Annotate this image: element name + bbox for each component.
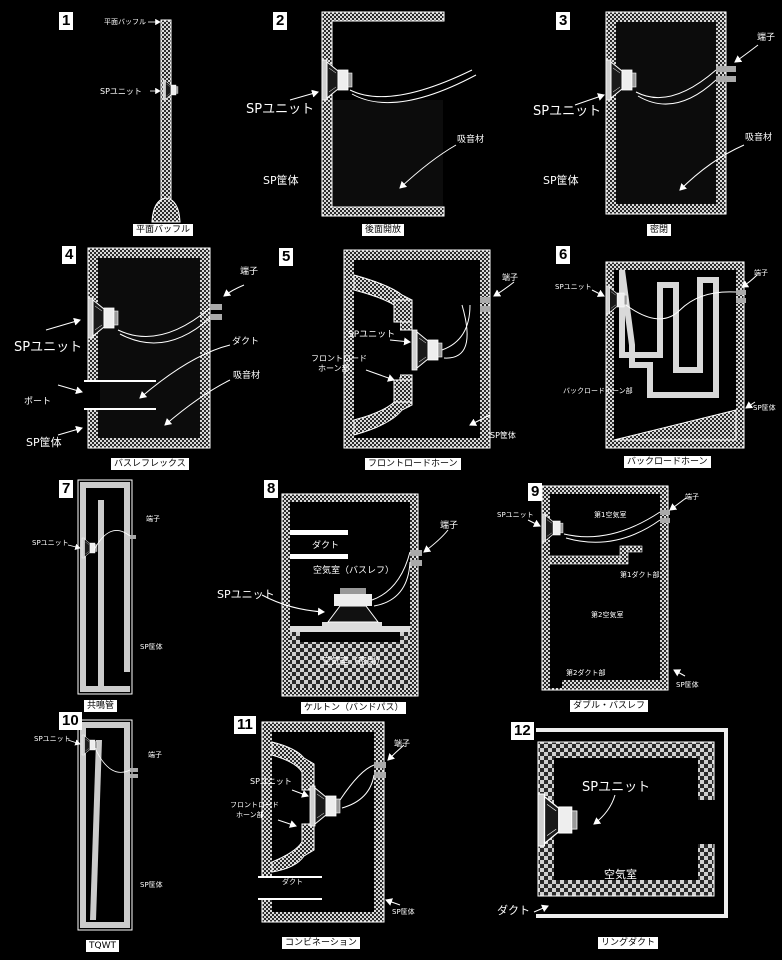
panel-3-absorber-label: 吸音材 [745,133,773,143]
panel-12-drawing [533,728,728,918]
panel-2-sp-unit-label: SPユニット [246,102,315,117]
panel-3-drawing [574,11,759,215]
panel-4-number: 4 [62,246,77,264]
panel-1-baffle-label: 平面バッフル [104,18,146,26]
panel-10-drawing [67,719,138,931]
panel-11-terminal-label: 端子 [394,739,410,748]
panel-2-cabinet-label: SP筐体 [263,174,299,187]
panel-6-caption: バックロードホーン [624,456,711,468]
panel-7-sp-unit-label: SPユニット [32,539,69,547]
panel-3-terminal-label: 端子 [757,33,776,43]
panel-1-sp-unit-label: SPユニット [100,87,142,96]
panel-7-caption: 共鳴管 [84,700,118,712]
panel-1-number: 1 [59,12,74,30]
panel-12-caption: リングダクト [598,937,659,949]
panel-11-number: 11 [234,716,256,734]
panel-12-sp-unit-label: SPユニット [582,780,651,795]
panel-11-horn-label-1: フロントロード [230,801,279,809]
panel-7-terminal-label: 端子 [146,515,160,523]
panel-8-terminal-label: 端子 [440,521,459,531]
panel-5-drawing [343,249,515,449]
panel-7-number: 7 [59,480,74,498]
panel-9-terminal-label: 端子 [685,493,699,501]
panel-9-number: 9 [528,483,543,501]
panel-4-cabinet-label: SP筐体 [26,436,62,449]
panel-4-port-label: ポート [24,397,52,407]
panel-8-chamber2-label: 空気室（密閉） [322,657,386,667]
panel-4-terminal-label: 端子 [240,267,259,277]
panel-11-cabinet-label: SP筐体 [392,908,415,916]
panel-4-drawing [45,247,245,449]
panel-11-horn-label-2: ホーン部 [236,811,264,819]
panel-10-cabinet-label: SP筐体 [140,881,163,889]
panel-10-number: 10 [59,712,82,730]
panel-5-number: 5 [279,248,294,266]
panel-7-cabinet-label: SP筐体 [140,643,163,651]
panel-9-drawing [527,485,687,691]
bandpass-speaker [322,588,382,628]
panel-4-absorber-label: 吸音材 [233,371,261,381]
panel-5-sp-unit-label: SPユニット [348,330,396,340]
panel-2-drawing [289,11,477,217]
panel-4-sp-unit-label: SPユニット [14,340,83,355]
panel-8-chamber1-label: 空気室（バスレフ） [313,566,395,576]
panel-8-drawing [261,493,449,697]
panel-2-number: 2 [273,12,288,30]
panel-4-caption: バスレフレックス [111,458,189,470]
panel-3-caption: 密閉 [647,224,672,236]
panel-3-cabinet-label: SP筐体 [543,174,579,187]
panel-8-number: 8 [264,480,279,498]
panel-9-duct2-label: 第2ダクト部 [566,669,606,677]
panel-1-drawing [148,18,181,223]
panel-10-terminal-label: 端子 [148,751,162,759]
panel-6-number: 6 [556,246,571,264]
panel-11-sp-unit-label: SPユニット [250,777,292,786]
panel-10-sp-unit-label: SPユニット [34,735,71,743]
panel-12-duct-label: ダクト [497,904,530,917]
panel-6-horn-label: バックロードホーン部 [563,387,633,395]
panel-7-drawing [67,479,136,695]
panel-8-duct-label: ダクト [312,541,340,551]
panel-3-sp-unit-label: SPユニット [533,104,602,119]
panel-6-drawing [591,261,758,449]
panel-11-drawing [258,721,405,923]
panel-9-sp-unit-label: SPユニット [497,511,534,519]
panel-6-cabinet-label: SP筐体 [753,404,776,412]
panel-5-caption: フロントロードホーン [365,458,461,470]
panel-5-cabinet-label: SP筐体 [490,431,516,440]
panel-10-caption: TQWT [86,940,119,952]
panel-9-chamber1-label: 第1空気室 [594,511,627,519]
panel-4-duct-label: ダクト [232,337,260,347]
panel-3-number: 3 [556,12,571,30]
panel-12-chamber-label: 空気室 [604,868,637,881]
panel-8-caption: ケルトン（バンドパス） [301,702,407,714]
panel-5-horn-label-1: フロントロード [311,354,367,363]
panel-12-number: 12 [511,722,534,740]
panel-8-sp-unit-label: SPユニット [217,588,275,601]
panel-9-cabinet-label: SP筐体 [676,681,699,689]
panel-9-duct1-label: 第1ダクト部 [620,571,660,579]
panel-6-terminal-label: 端子 [754,269,768,277]
panel-5-horn-label-2: ホーン部 [318,364,350,373]
panel-1-caption: 平面バッフル [133,224,194,236]
panel-2-caption: 後面開放 [362,224,405,236]
panel-11-caption: コンビネーション [282,937,360,949]
panel-9-chamber2-label: 第2空気室 [591,611,624,619]
panel-6-sp-unit-label: SPユニット [555,283,592,291]
panel-2-absorber-label: 吸音材 [457,135,485,145]
panel-5-terminal-label: 端子 [502,273,518,282]
panel-11-duct-label: ダクト [282,878,303,886]
panel-9-caption: ダブル・バスレフ [570,700,649,712]
